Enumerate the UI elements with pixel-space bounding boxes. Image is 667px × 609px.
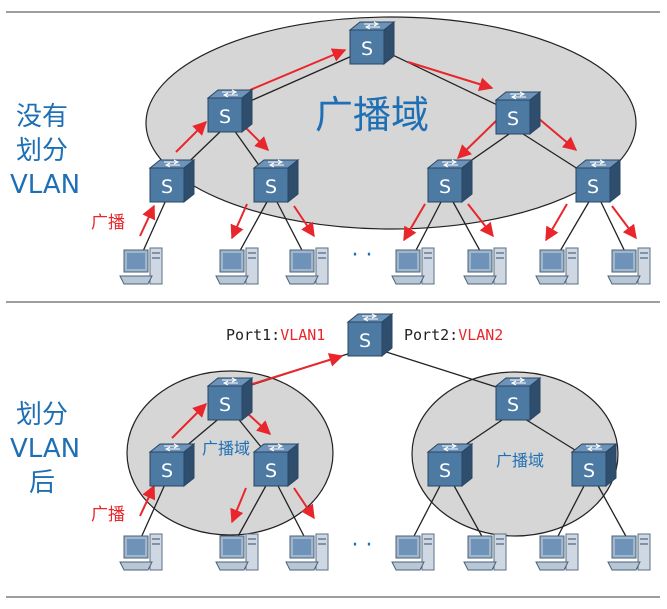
svg-text:S: S bbox=[507, 108, 519, 130]
top-side-line-3: VLAN bbox=[10, 170, 81, 200]
top-side-label: 没有 划分 VLAN bbox=[10, 100, 81, 202]
port2-label: Port2:VLAN2 bbox=[404, 326, 503, 344]
svg-text:S: S bbox=[439, 460, 451, 482]
switch-top-rl: S bbox=[427, 159, 473, 203]
svg-text:S: S bbox=[587, 176, 599, 198]
port1-vlan: VLAN1 bbox=[280, 326, 325, 344]
svg-text:S: S bbox=[507, 394, 519, 416]
svg-text:S: S bbox=[219, 394, 231, 416]
svg-text:S: S bbox=[583, 460, 595, 482]
svg-text:S: S bbox=[219, 106, 231, 128]
pc-icon bbox=[535, 533, 579, 571]
switch-bottom-root: S bbox=[347, 313, 393, 357]
pc-icon bbox=[391, 247, 435, 285]
bottom-side-line-1: 划分 bbox=[15, 400, 68, 430]
top-links bbox=[139, 47, 629, 259]
pc-icon bbox=[463, 533, 507, 571]
left-domain-label: 广播域 bbox=[202, 439, 250, 458]
pc-icon bbox=[463, 247, 507, 285]
pc-icon bbox=[535, 247, 579, 285]
top-side-line-2: 划分 bbox=[15, 136, 68, 166]
bottom-broadcast-label: 广播 bbox=[91, 505, 125, 525]
switch-top-ll: S bbox=[149, 159, 195, 203]
port1-label: Port1:VLAN1 bbox=[226, 326, 325, 344]
svg-text:S: S bbox=[265, 460, 277, 482]
switch-bottom-right: S bbox=[495, 377, 541, 421]
pc-icon bbox=[607, 533, 651, 571]
svg-text:S: S bbox=[361, 38, 373, 60]
pc-icon bbox=[215, 533, 259, 571]
svg-text:S: S bbox=[265, 176, 277, 198]
port2-vlan: VLAN2 bbox=[458, 326, 503, 344]
switch-top-right: S bbox=[495, 91, 541, 135]
top-side-line-1: 没有 bbox=[15, 102, 68, 132]
switch-top-root: S bbox=[349, 21, 395, 65]
switch-bottom-rl: S bbox=[427, 443, 473, 487]
svg-text:S: S bbox=[161, 176, 173, 198]
port1-name: Port1: bbox=[226, 326, 280, 344]
pc-icon bbox=[607, 247, 651, 285]
switch-bottom-rr: S bbox=[571, 443, 617, 487]
pc-icon bbox=[391, 533, 435, 571]
top-ellipsis: · · bbox=[352, 243, 373, 268]
bottom-ellipsis: · · bbox=[352, 533, 373, 558]
top-broadcast-arrows bbox=[139, 48, 637, 242]
pc-icon bbox=[285, 247, 329, 285]
svg-text:S: S bbox=[161, 460, 173, 482]
bottom-side-line-3: 后 bbox=[28, 468, 55, 498]
svg-text:S: S bbox=[439, 176, 451, 198]
right-domain-label: 广播域 bbox=[496, 451, 544, 470]
switch-top-lr: S bbox=[253, 159, 299, 203]
pc-icon bbox=[119, 533, 163, 571]
switch-bottom-ll: S bbox=[149, 443, 195, 487]
pc-icon bbox=[119, 247, 163, 285]
right-broadcast-domain-ellipse bbox=[411, 371, 619, 537]
switch-bottom-left: S bbox=[207, 377, 253, 421]
pc-icon bbox=[215, 247, 259, 285]
pc-icon bbox=[285, 533, 329, 571]
switch-top-rr: S bbox=[575, 159, 621, 203]
top-domain-label: 广播域 bbox=[315, 93, 429, 137]
bottom-side-label: 划分 VLAN 后 bbox=[10, 398, 81, 500]
top-broadcast-label: 广播 bbox=[91, 213, 125, 233]
switch-bottom-lr: S bbox=[253, 443, 299, 487]
bottom-broadcast-arrows bbox=[139, 353, 344, 524]
bottom-side-line-2: VLAN bbox=[10, 434, 81, 464]
switch-top-left: S bbox=[207, 89, 253, 133]
port2-name: Port2: bbox=[404, 326, 458, 344]
svg-text:S: S bbox=[359, 330, 371, 352]
